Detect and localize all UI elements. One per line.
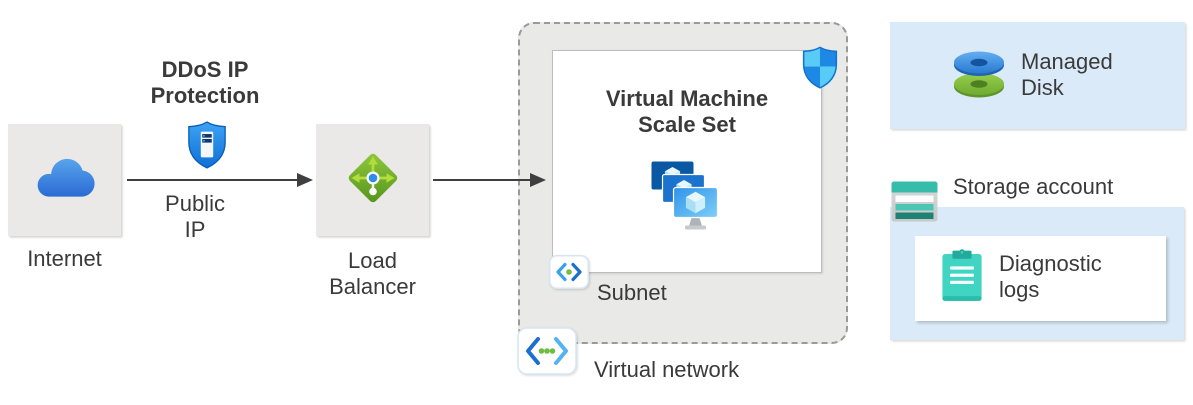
storage-account-icon [891, 181, 938, 227]
vm-scale-set-icon [650, 160, 720, 237]
subnet-label: Subnet [597, 280, 667, 305]
arrow-loadbalancer-to-vnet-head [530, 172, 546, 187]
defender-shield-icon [801, 45, 839, 95]
ddos-protection-shield-icon [186, 119, 228, 176]
public-ip-label: Public IP [165, 191, 225, 243]
cloud-icon [34, 155, 96, 206]
virtual-network-icon [517, 327, 577, 380]
managed-disk-panel [890, 22, 1185, 129]
load-balancer-node [316, 124, 429, 236]
managed-disk-label: Managed Disk [1021, 49, 1113, 101]
internet-label: Internet [27, 246, 102, 271]
arrow-internet-to-loadbalancer-head [297, 172, 313, 187]
storage-account-label: Storage account [953, 174, 1114, 199]
ddos-protection-title: DDoS IP Protection [150, 57, 260, 109]
arrow-loadbalancer-to-vnet [433, 179, 530, 182]
vmss-title: Virtual Machine Scale Set [605, 86, 769, 138]
managed-disk-icon [953, 50, 1005, 103]
subnet-icon [549, 255, 589, 294]
arrow-internet-to-loadbalancer [127, 179, 299, 182]
load-balancer-icon [346, 151, 400, 210]
diagnostic-logs-icon [940, 248, 984, 308]
load-balancer-label: Load Balancer [329, 248, 416, 300]
virtual-network-label: Virtual network [594, 357, 740, 382]
internet-node [8, 124, 121, 236]
diagnostic-logs-label: Diagnostic logs [999, 251, 1102, 303]
